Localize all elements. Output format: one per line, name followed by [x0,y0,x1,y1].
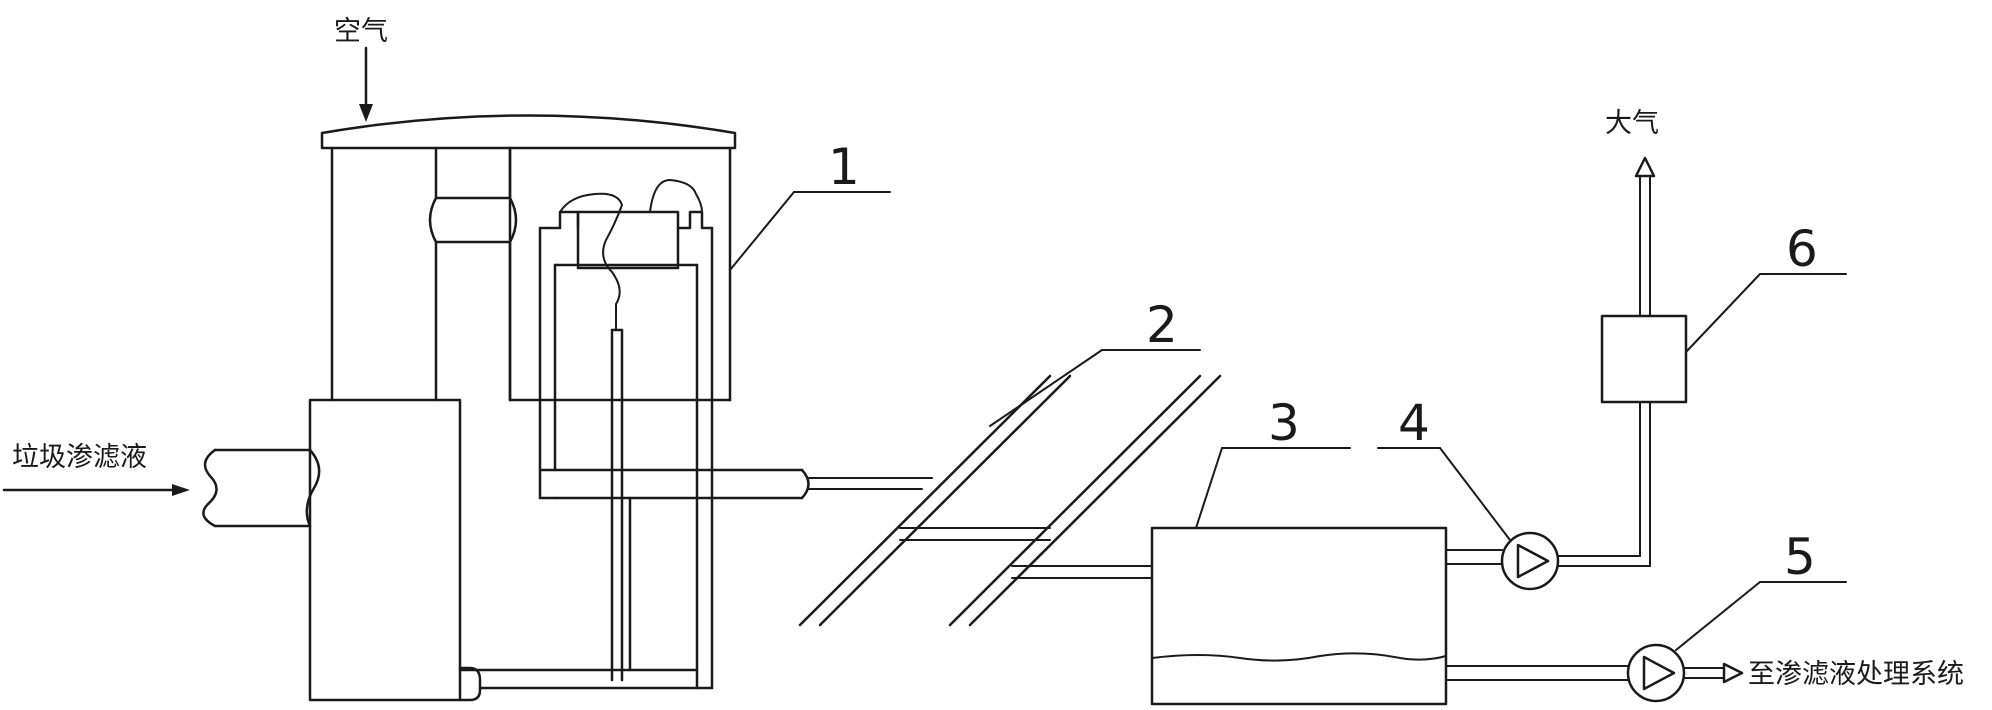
housing-component-1 [308,114,737,702]
collection-tank-component-3 [1150,526,1629,706]
pump-component-5 [1626,643,1686,703]
callout-leaders [729,191,1847,651]
leachate-inlet-arrow [2,484,190,496]
pump-component-4 [1500,531,1560,591]
callout-4: 4 [1398,394,1430,452]
callout-3: 3 [1268,394,1300,452]
to-treatment-label: 至渗滤液处理系统 [1748,659,1964,690]
float-probe-assembly [458,178,923,690]
treatment-outlet-line [1683,662,1744,684]
air-inlet-arrow [359,46,373,122]
filter-component-6 [1600,314,1688,404]
leachate-inlet-pipe [202,448,321,528]
callout-1: 1 [828,138,860,196]
callout-2: 2 [1146,296,1178,354]
leachate-inlet-label: 垃圾渗滤液 [12,442,147,473]
atmosphere-label: 大气 [1605,108,1659,139]
callout-6: 6 [1786,220,1818,278]
diagonal-pipe-component-2 [798,374,1222,627]
exhaust-line [1557,156,1656,567]
air-inlet-label: 空气 [334,16,388,47]
callout-5: 5 [1784,528,1816,586]
